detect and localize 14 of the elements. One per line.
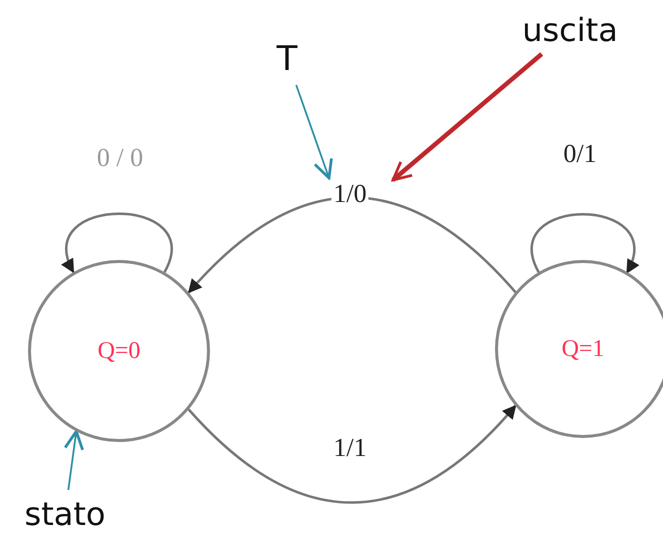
state-circle [495,260,663,438]
state-label: Q=0 [98,338,140,364]
transition-arrow [188,404,517,504]
state-circle [28,260,210,442]
annotation-text: stato [15,492,115,536]
leader-line [295,84,333,180]
state-label: Q=1 [562,336,604,362]
transition-arrow [62,212,172,274]
transition-arrow [188,196,517,294]
transition-arrow [530,213,638,274]
annotation-text: T [262,35,312,83]
leader-line [392,52,544,182]
annotation-text: uscita [510,8,630,52]
leader-line [64,430,84,490]
